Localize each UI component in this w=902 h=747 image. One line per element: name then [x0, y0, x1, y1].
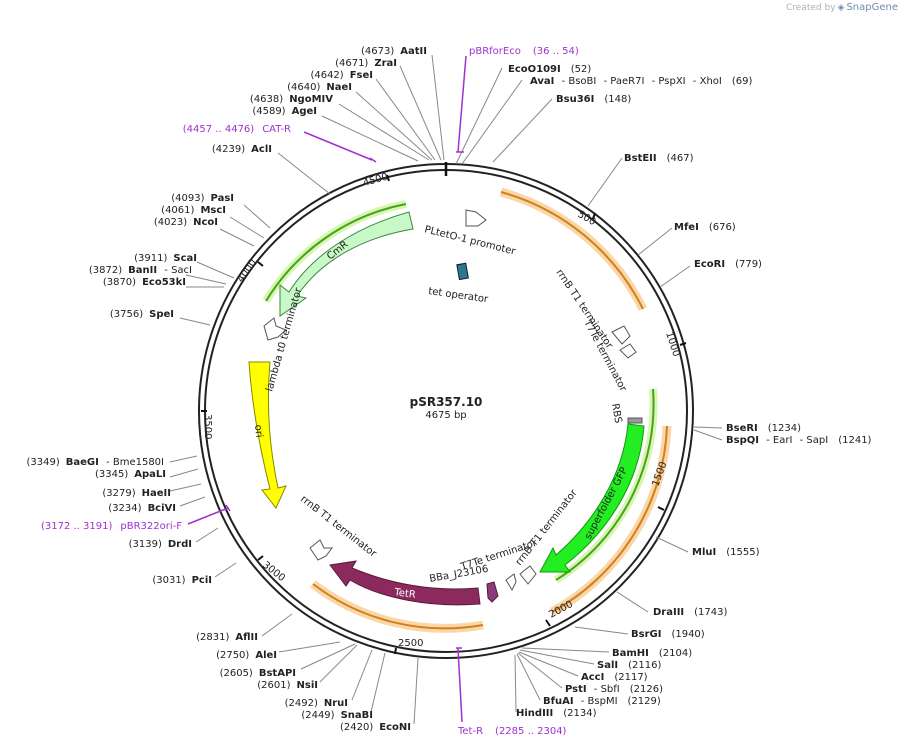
site-hindiii[interactable]: HindIII(2134) [516, 708, 597, 719]
feature-label-tetr: TetR [393, 587, 417, 601]
tick-3000 [257, 555, 264, 561]
superfolder-gfp-arrow[interactable] [539, 423, 645, 573]
site-bspqi[interactable]: BspQI - EarI - SapI(1241) [726, 435, 872, 446]
rrnb-t1-terminator-lower-arrow[interactable] [519, 565, 537, 585]
t7te-terminator-right-arrow[interactable] [619, 343, 637, 359]
site-bfuai[interactable]: BfuAI - BspMI(2129) [543, 696, 661, 707]
tick-label-2500: 2500 [398, 638, 423, 649]
feature-label-rrnb-t1-left: rrnB T1 terminator [298, 494, 379, 560]
site-scai[interactable]: (3911)ScaI [134, 253, 197, 264]
primer-cat-r[interactable]: (4457 .. 4476)CAT-R [183, 124, 291, 135]
site-mlui[interactable]: MluI(1555) [692, 547, 760, 558]
t7te-terminator-lower-arrow[interactable] [505, 573, 517, 592]
tick-4500 [386, 174, 390, 182]
site-ecoo109i[interactable]: EcoO109I(52) [508, 64, 591, 75]
site-ngomiv[interactable]: (4638)NgoMIV [250, 94, 333, 105]
tetr-arrow[interactable] [329, 560, 481, 606]
rrnb-t1-terminator-left-arrow[interactable] [309, 539, 333, 561]
site-naei[interactable]: (4640)NaeI [287, 82, 352, 93]
orange-band-bottom-core [312, 583, 484, 630]
tick-500 [592, 212, 596, 220]
lambda-t0-terminator-arrow[interactable] [263, 317, 287, 341]
site-nsii[interactable]: (2601)NsiI [257, 680, 318, 691]
tet-operator-box[interactable] [456, 262, 469, 281]
site-bsrgi[interactable]: BsrGI(1940) [631, 629, 705, 640]
site-avai[interactable]: AvaI - BsoBI - PaeR7I - PspXI - XhoI(69) [530, 76, 752, 87]
leader-lines-right [455, 67, 723, 713]
site-msci[interactable]: (4061)MscI [161, 205, 226, 216]
site-bsu36i[interactable]: Bsu36I(148) [556, 94, 631, 105]
green-band-cmr-core [265, 203, 407, 302]
site-agei[interactable]: (4589)AgeI [252, 106, 317, 117]
primer-pbr322ori-f[interactable]: (3172 .. 3191)pBR322ori-F [41, 521, 182, 532]
cmr-arrow[interactable] [279, 211, 414, 317]
tick-label-1500: 1500 [650, 460, 669, 488]
site-ncoi[interactable]: (4023)NcoI [154, 217, 218, 228]
site-banii[interactable]: (3872)BanII - SacI [89, 265, 192, 276]
feature-label-pltet-promoter: PLtetO-1 promoter [423, 224, 517, 257]
rrnb-t1-terminator-right-arrow[interactable] [611, 325, 631, 345]
feature-label-ori: ori [252, 424, 264, 438]
site-aatii[interactable]: (4673)AatII [361, 46, 427, 57]
pltet-promoter-arrow[interactable] [465, 209, 487, 227]
primer-pbrforeco[interactable]: pBRforEco(36 .. 54) [469, 46, 579, 57]
snapgene-watermark: Created by ◈ SnapGene [786, 2, 898, 13]
watermark-brand: SnapGene [846, 2, 898, 13]
tick-2000 [545, 619, 551, 627]
snapgene-logo-icon: ◈ [837, 2, 845, 13]
site-sali[interactable]: SalI(2116) [597, 660, 661, 671]
site-ecori[interactable]: EcoRI(779) [694, 259, 762, 270]
site-acci[interactable]: AccI(2117) [581, 672, 648, 683]
green-band-gfp-core [555, 388, 655, 581]
site-bamhi[interactable]: BamHI(2104) [612, 648, 692, 659]
site-bstapi[interactable]: (2605)BstAPI [220, 668, 296, 679]
site-econi[interactable]: (2420)EcoNI [340, 722, 411, 733]
tick-label-4500: 4500 [362, 172, 389, 189]
tick-label-3500: 3500 [202, 414, 213, 439]
site-spei[interactable]: (3756)SpeI [110, 309, 174, 320]
watermark-prefix: Created by [785, 2, 836, 13]
ori-arrow[interactable] [248, 361, 287, 509]
site-mfei[interactable]: MfeI(676) [674, 222, 736, 233]
site-nrui[interactable]: (2492)NruI [285, 698, 348, 709]
feature-label-tet-operator: tet operator [428, 286, 490, 305]
tick-4000 [257, 261, 264, 267]
orange-band-right-core [551, 425, 668, 613]
tick-1000 [679, 342, 687, 346]
feature-label-bba-j23106: BBa_J23106 [429, 564, 490, 585]
site-fsei[interactable]: (4642)FseI [310, 70, 373, 81]
site-bcivi[interactable]: (3234)BciVI [108, 503, 176, 514]
tick-1500 [657, 506, 665, 511]
site-zrai[interactable]: (4671)ZraI [335, 58, 397, 69]
site-snabi[interactable]: (2449)SnaBI [301, 710, 373, 721]
feature-label-rbs: RBS [609, 403, 623, 425]
site-pcii[interactable]: (3031)PciI [152, 575, 212, 586]
site-baegi[interactable]: (3349)BaeGI - Bme1580I [27, 457, 164, 468]
site-eco53ki[interactable]: (3870)Eco53kI [103, 277, 186, 288]
bba-j23106-arrow[interactable] [486, 581, 499, 603]
rbs-box[interactable] [627, 417, 643, 424]
plasmid-name: pSR357.10 [410, 395, 483, 409]
tick-label-1000: 1000 [663, 331, 681, 359]
site-aflii[interactable]: (2831)AflII [196, 632, 258, 643]
site-bseri[interactable]: BseRI(1234) [726, 423, 801, 434]
site-draiii[interactable]: DraIII(1743) [653, 607, 728, 618]
site-pasi[interactable]: (4093)PasI [171, 193, 234, 204]
site-bsteii[interactable]: BstEII(467) [624, 153, 694, 164]
leader-lines-left [169, 54, 445, 725]
primer-marks [187, 55, 467, 723]
feature-label-rrnb-t1-right: rrnB T1 terminator [554, 268, 616, 352]
site-drdi[interactable]: (3139)DrdI [129, 539, 192, 550]
primer-tet-r[interactable]: Tet-R(2285 .. 2304) [457, 726, 567, 737]
orange-band-top-core [500, 191, 644, 310]
site-haeii[interactable]: (3279)HaeII [102, 488, 171, 499]
site-apali[interactable]: (3345)ApaLI [95, 469, 166, 480]
plasmid-size: 4675 bp [425, 410, 466, 421]
tick-2500 [394, 647, 397, 655]
site-alei[interactable]: (2750)AleI [216, 650, 277, 661]
site-psti[interactable]: PstI - SbfI(2126) [565, 684, 663, 695]
tick-label-4000: 4000 [235, 258, 259, 285]
site-acli[interactable]: (4239)AclI [212, 144, 272, 155]
